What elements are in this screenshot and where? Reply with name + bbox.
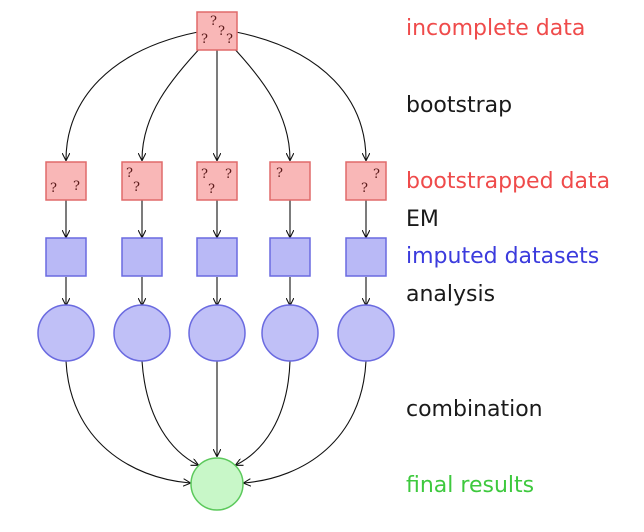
edge-combine-2	[141, 360, 198, 465]
imputed-dataset-node-1	[45, 237, 87, 277]
missing-marker: ?	[50, 181, 57, 196]
edge-combine-4	[236, 360, 291, 465]
edge-bootstrap-1	[66, 31, 199, 160]
missing-marker: ?	[208, 182, 215, 197]
imputed-dataset-node-4	[269, 237, 311, 277]
bootstrapped-data-node-5: ? ?	[345, 161, 387, 201]
label-combination: combination	[406, 397, 543, 422]
missing-marker: ?	[201, 32, 208, 47]
imputed-dataset-node-5	[345, 237, 387, 277]
imputed-dataset-node-3	[196, 237, 238, 277]
final-results-node	[190, 457, 244, 511]
analysis-node-1	[37, 304, 95, 362]
missing-marker: ?	[133, 180, 140, 195]
label-bootstrap: bootstrap	[406, 93, 513, 118]
missing-marker: ?	[225, 167, 232, 182]
edge-bootstrap-4	[229, 43, 290, 160]
edge-bootstrap-2	[142, 43, 205, 160]
analysis-node-3	[188, 304, 246, 362]
missing-marker: ?	[73, 179, 80, 194]
edge-bootstrap-5	[235, 31, 366, 160]
edge-combine-5	[244, 360, 367, 483]
missing-marker: ?	[276, 166, 283, 181]
label-final-results: final results	[406, 473, 535, 498]
label-bootstrapped-data: bootstrapped data	[406, 169, 611, 194]
missing-marker: ?	[361, 181, 368, 196]
missing-marker: ?	[126, 166, 133, 181]
bootstrapped-data-node-4: ?	[269, 161, 311, 201]
bootstrapped-data-node-3: ? ? ?	[196, 161, 238, 201]
label-analysis: analysis	[406, 282, 496, 307]
label-imputed-datasets: imputed datasets	[406, 244, 600, 269]
label-em: EM	[406, 207, 439, 232]
missing-marker: ?	[218, 24, 225, 39]
analysis-node-4	[261, 304, 319, 362]
incomplete-data-node: ? ? ? ?	[196, 11, 238, 51]
missing-marker: ?	[210, 14, 217, 29]
missing-marker: ?	[201, 167, 208, 182]
imputed-dataset-node-2	[121, 237, 163, 277]
bootstrapped-data-node-1: ? ?	[45, 161, 87, 201]
bootstrapped-data-node-2: ? ?	[121, 161, 163, 201]
analysis-node-2	[113, 304, 171, 362]
edge-combine-1	[65, 360, 190, 483]
label-incomplete-data: incomplete data	[406, 16, 586, 41]
missing-marker: ?	[226, 32, 233, 47]
missing-marker: ?	[373, 167, 380, 182]
analysis-node-5	[337, 304, 395, 362]
